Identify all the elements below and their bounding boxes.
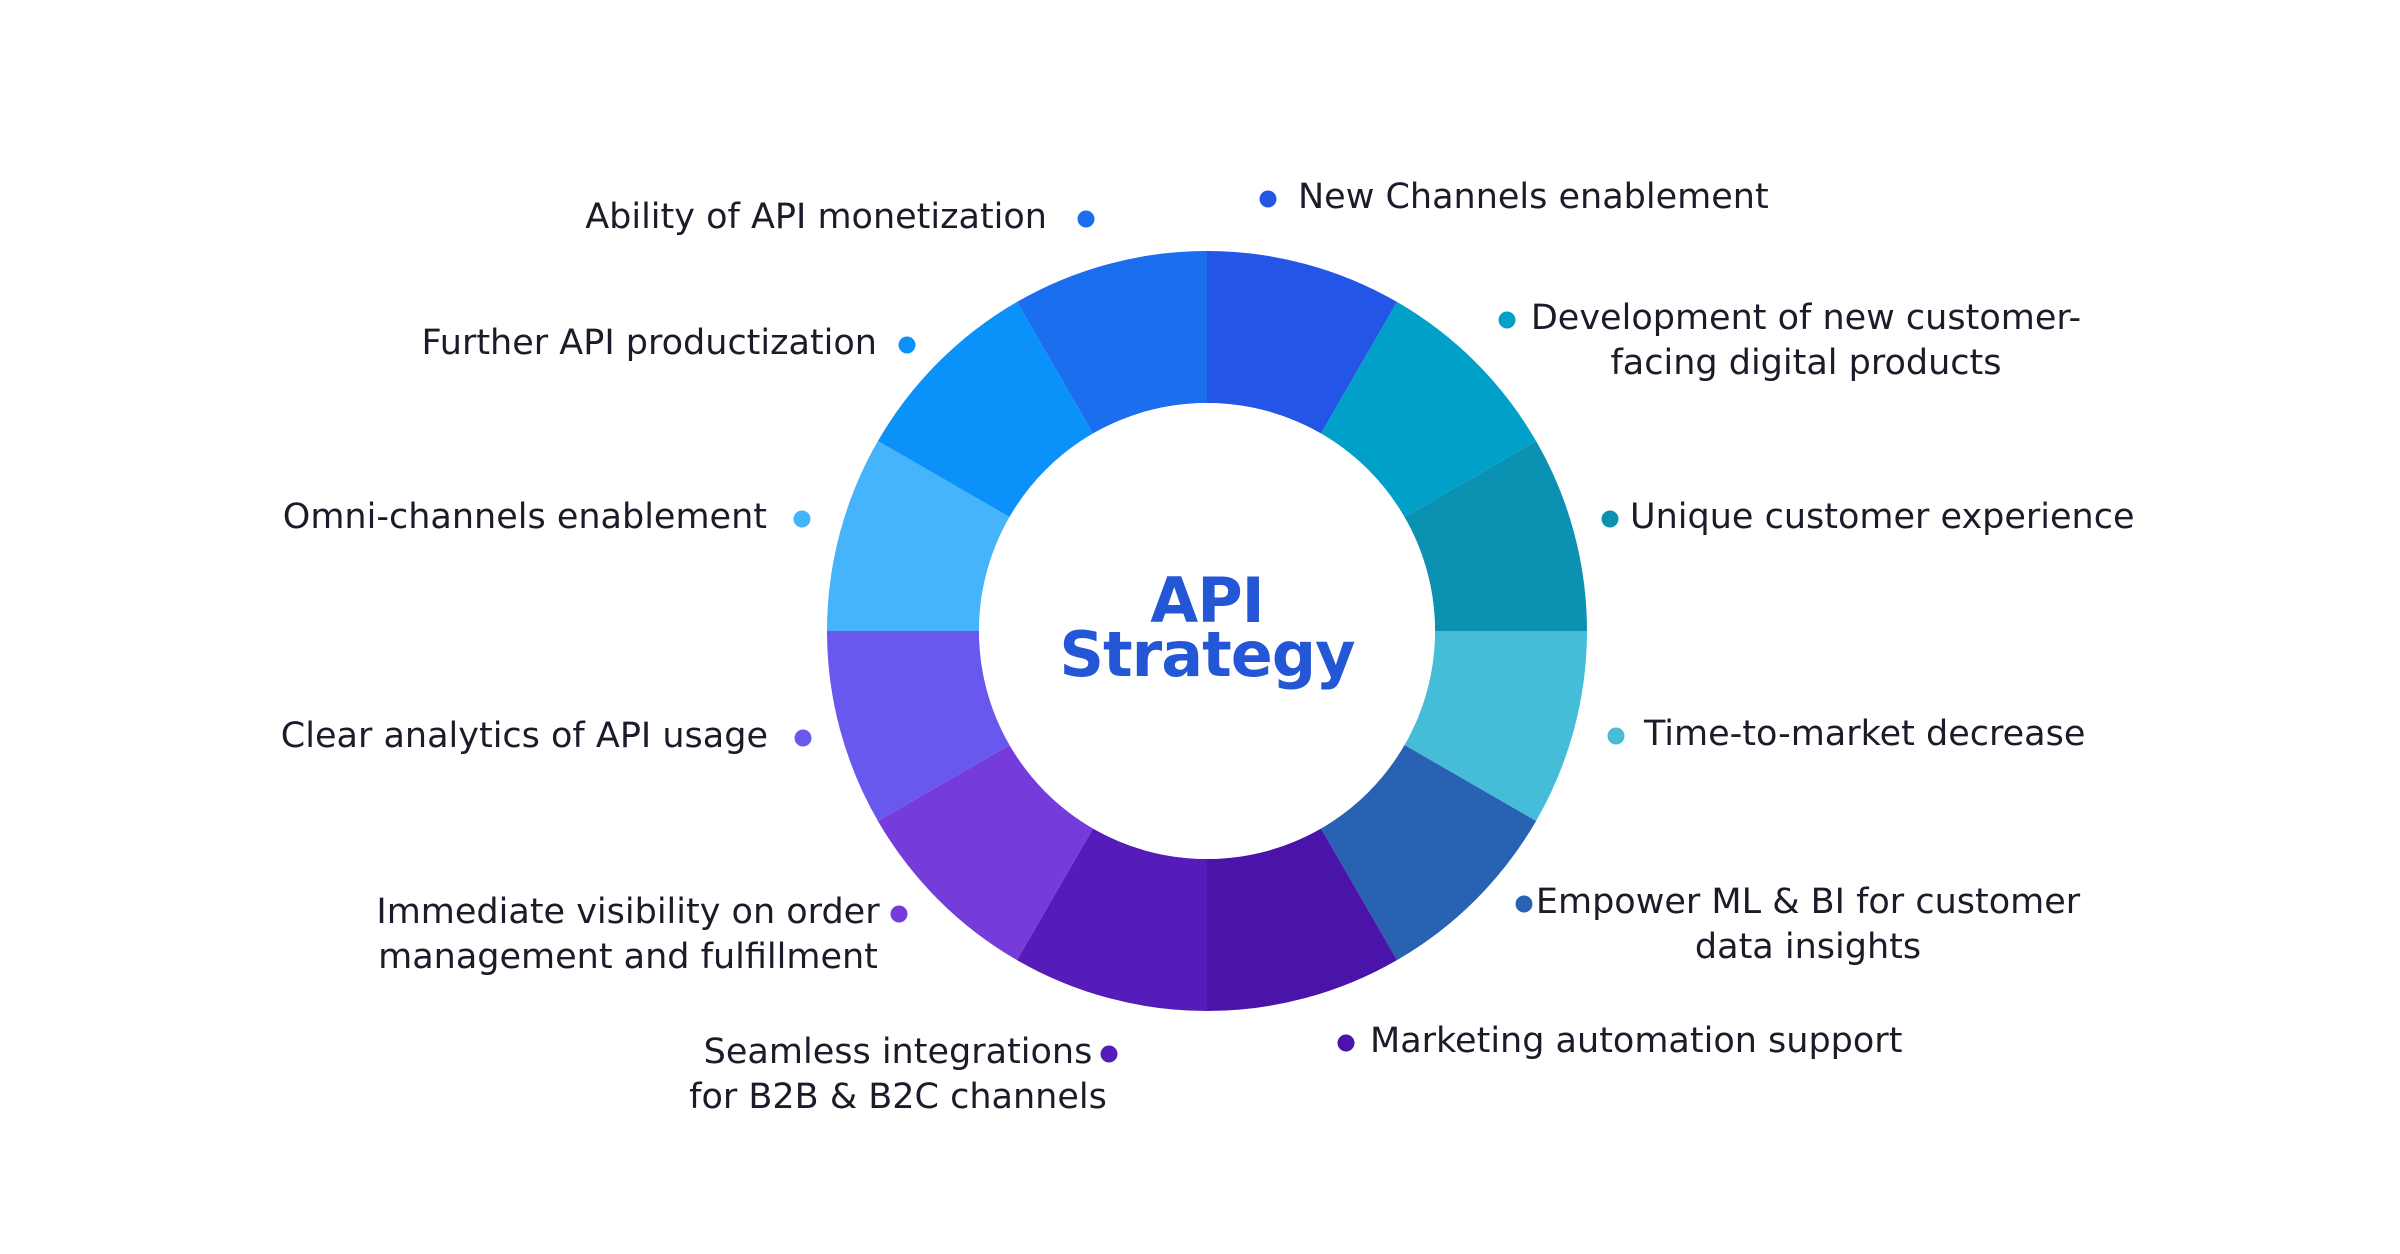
center-title: API Strategy: [1059, 564, 1356, 691]
label-line: data insights: [1695, 927, 1921, 967]
bullet-dot: [1100, 1045, 1118, 1063]
label-marketing-automation: Marketing automation support: [1337, 1021, 1902, 1061]
label-seamless-integrations: Seamless integrations for B2B & B2C chann…: [689, 1032, 1118, 1117]
ring-segment-ml-bi: [1321, 745, 1537, 961]
label-line: Omni-channels enablement: [283, 497, 767, 537]
label-line: Development of new customer-: [1531, 298, 2081, 338]
label-line: Clear analytics of API usage: [281, 716, 768, 756]
label-api-productization: Further API productization: [422, 323, 916, 363]
label-line: Empower ML & BI for customer: [1536, 882, 2081, 922]
label-order-visibility: Immediate visibility on order management …: [376, 892, 908, 977]
ring-segment-api-productization: [877, 301, 1093, 517]
label-time-to-market: Time-to-market decrease: [1607, 714, 2085, 754]
ring-segment-api-monetization: [1017, 251, 1207, 434]
label-line: facing digital products: [1610, 343, 2001, 383]
bullet-dot: [1515, 895, 1533, 913]
ring-segment-analytics: [827, 631, 1010, 821]
label-api-monetization: Ability of API monetization: [585, 197, 1095, 237]
bullet-dot: [794, 729, 812, 747]
bullet-dot: [793, 510, 811, 528]
bullet-dot: [1077, 210, 1095, 228]
label-line: Immediate visibility on order: [376, 892, 880, 932]
label-line: Time-to-market decrease: [1643, 714, 2085, 754]
ring-segment-time-to-market: [1404, 631, 1587, 821]
label-digital-products: Development of new customer-facing digit…: [1498, 298, 2081, 383]
ring-segment-order-visibility: [877, 745, 1093, 961]
ring-segment-omni-channels: [827, 441, 1010, 631]
label-new-channels: New Channels enablement: [1259, 177, 1769, 217]
bullet-dot: [890, 905, 908, 923]
label-line: Seamless integrations: [704, 1032, 1093, 1072]
strategy-ring: [827, 251, 1587, 1011]
label-line: New Channels enablement: [1298, 177, 1769, 217]
bullet-dot: [1498, 311, 1516, 329]
ring-segment-new-channels: [1207, 251, 1397, 434]
ring-segment-customer-experience: [1404, 441, 1587, 631]
bullet-dot: [1601, 510, 1619, 528]
label-line: for B2B & B2C channels: [689, 1077, 1107, 1117]
label-omni-channels: Omni-channels enablement: [283, 497, 811, 537]
label-ml-bi: Empower ML & BI for customer data insight…: [1515, 882, 2081, 967]
center-circle: [979, 403, 1435, 859]
title-line-2: Strategy: [1059, 618, 1355, 691]
label-customer-experience: Unique customer experience: [1601, 497, 2135, 537]
label-line: management and fulfillment: [378, 937, 878, 977]
ring-segment-seamless-integrations: [1017, 828, 1207, 1011]
label-line: Marketing automation support: [1370, 1021, 1902, 1061]
label-line: Ability of API monetization: [585, 197, 1047, 237]
title-line-1: API: [1150, 564, 1264, 637]
bullet-dot: [1337, 1034, 1355, 1052]
label-line: Unique customer experience: [1630, 497, 2135, 537]
ring-segment-digital-products: [1321, 301, 1537, 517]
bullet-dot: [1607, 727, 1625, 745]
bullet-dot: [898, 336, 916, 354]
ring-segment-marketing-automation: [1207, 828, 1397, 1011]
label-analytics: Clear analytics of API usage: [281, 716, 812, 756]
bullet-dot: [1259, 190, 1277, 208]
label-line: Further API productization: [422, 323, 877, 363]
